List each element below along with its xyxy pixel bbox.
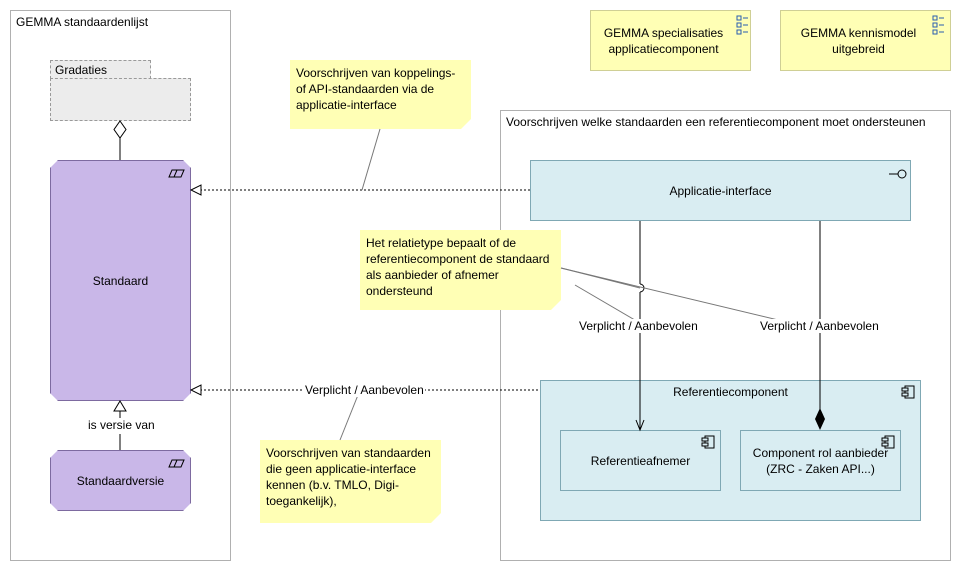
gradaties-box[interactable] xyxy=(50,78,191,121)
standaardversie-label: Standaardversie xyxy=(76,473,165,488)
applicatie-interface-label: Applicatie-interface xyxy=(669,183,772,198)
group-title: Voorschrijven welke standaarden een refe… xyxy=(506,115,926,129)
note-gemma-specialisaties[interactable]: GEMMA specialisaties applicatiecomponent xyxy=(590,10,751,71)
referentieafnemer-label: Referentieafnemer xyxy=(590,453,691,468)
gradaties-label: Gradaties xyxy=(55,63,108,77)
standaard-label: Standaard xyxy=(92,273,149,288)
referentieafnemer[interactable]: Referentieafnemer xyxy=(560,430,721,491)
standaardversie-business-object[interactable]: Standaardversie xyxy=(50,450,191,511)
note-koppelingen[interactable]: Voorschrijven van koppelings- of API-sta… xyxy=(290,60,471,129)
component-rol-aanbieder[interactable]: Component rol aanbieder (ZRC - Zaken API… xyxy=(740,430,901,491)
note-gemma-kennismodel[interactable]: GEMMA kennismodel uitgebreid xyxy=(780,10,951,71)
component-rol-aanbieder-label: Component rol aanbieder (ZRC - Zaken API… xyxy=(752,445,889,476)
edge-label-is-versie-van: is versie van xyxy=(87,418,156,432)
note-text: GEMMA kennismodel uitgebreid xyxy=(800,25,917,56)
note-text: Voorschrijven van standaarden die geen a… xyxy=(266,446,431,508)
note-zonder-interface[interactable]: Voorschrijven van standaarden die geen a… xyxy=(260,440,441,523)
note-text: Het relatietype bepaalt of de referentie… xyxy=(366,236,550,298)
applicatie-interface[interactable]: Applicatie-interface xyxy=(530,160,911,221)
note-text: Voorschrijven van koppelings- of API-sta… xyxy=(296,66,456,112)
group-title: GEMMA standaardenlijst xyxy=(16,15,149,29)
note-connector-zonder-interface xyxy=(339,389,361,441)
note-connector-koppelingen xyxy=(361,128,381,191)
gradaties-tab xyxy=(50,60,151,79)
edge-label-verplicht-aanbevolen: Verplicht / Aanbevolen xyxy=(759,319,880,333)
note-relatietype[interactable]: Het relatietype bepaalt of de referentie… xyxy=(360,230,561,310)
standaard-business-object[interactable]: Standaard xyxy=(50,160,191,401)
referentiecomponent-label: Referentiecomponent xyxy=(673,385,788,399)
edge-label-verplicht-aanbevolen: Verplicht / Aanbevolen xyxy=(304,383,425,397)
note-text: GEMMA specialisaties applicatiecomponent xyxy=(603,25,724,56)
edge-label-verplicht-aanbevolen: Verplicht / Aanbevolen xyxy=(578,319,699,333)
